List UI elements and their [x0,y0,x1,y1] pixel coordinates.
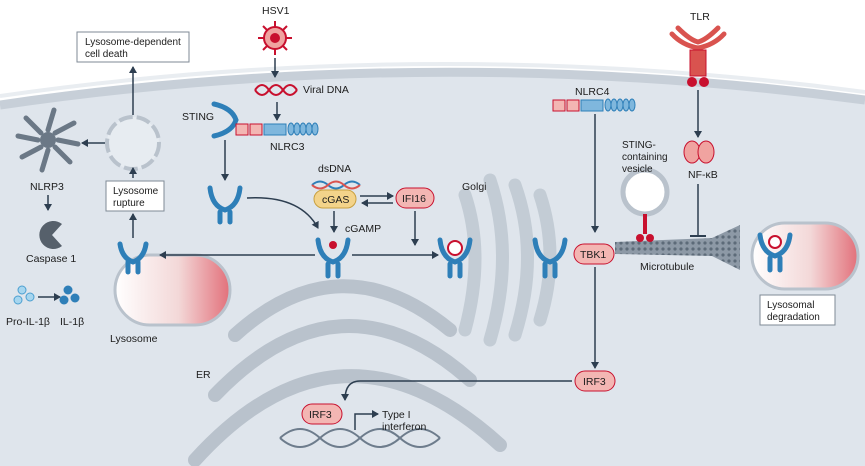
sting-vesicle-line2: containing [622,152,668,163]
type1-line2: interferon [382,421,427,433]
tlr-receptor-icon [669,25,727,87]
tbk1-label: TBK1 [580,249,606,261]
degrading-lysosome [750,221,860,291]
ifi16-node [395,187,435,209]
viral-dna-icon [254,84,298,96]
microtubule [615,225,740,270]
ifi16-label: IFI16 [402,193,426,205]
sting-receptor-icon [211,101,239,139]
nlrc3-label: NLRC3 [270,141,305,153]
er-label: ER [196,369,211,381]
er [188,279,507,466]
sting-degradation-icon [757,232,793,273]
pro-il1b-label: Pro-IL-1β [6,316,50,328]
il1b-label: IL-1β [60,316,84,328]
vesicle-motor-icon [636,214,654,242]
sting-vesicle-line1: STING- [622,140,656,151]
nlrc4-label: NLRC4 [575,86,610,98]
nlrc3-icon [235,122,319,136]
caspase1-label: Caspase 1 [26,253,76,265]
nlrp3-icon [15,107,81,173]
lysosomal-deg-line1: Lysosomal [767,300,814,311]
lysosomal-degradation-box [759,294,836,326]
sting-active-icon [315,237,351,279]
caspase1-icon [39,221,62,249]
cgamp-label: cGAMP [345,223,381,235]
sting-vesicle [620,167,670,217]
il1b-icon [59,285,80,305]
type1-line1: Type I [382,409,411,421]
cgas-label: cGAS [322,194,349,206]
sting-label: STING [182,111,214,123]
lysosome-rupture-box [105,180,165,212]
dsdna-icon [311,180,361,190]
sting-dimer-icon [207,185,243,225]
viral-dna-label: Viral DNA [303,84,349,96]
tlr-label: TLR [690,11,710,23]
nfkb-icon [683,140,715,164]
lysosome [113,253,232,327]
lysosome-death-line2: cell death [85,49,128,60]
nfkb-label: NF-κB [688,169,718,181]
irf3-nuclear-label: IRF3 [309,409,332,421]
golgi [458,173,557,347]
sting-vesicle-line3: vesicle [622,164,653,175]
lysosome-death-box [76,31,190,63]
lysosome-death-line1: Lysosome-dependent [85,37,181,48]
sting-tbk1-icon [532,237,568,279]
nlrc4-icon [552,98,636,112]
pro-il1b-icon [13,285,35,305]
plasma-membrane [0,67,865,110]
ruptured-lysosome [105,115,161,171]
lysosome-rupture-line2: rupture [113,198,145,209]
nlrp3-label: NLRP3 [30,181,64,193]
dsdna-label: dsDNA [318,163,351,175]
irf3-label: IRF3 [583,376,606,388]
cgas-node [313,189,357,209]
hsv1-label: HSV1 [262,5,290,17]
tbk1-node [573,243,615,265]
hsv1-virus-icon [258,21,292,55]
dna-helix-icon [279,428,441,448]
microtubule-label: Microtubule [640,261,694,273]
golgi-label: Golgi [462,181,487,193]
sting-on-lysosome-icon [117,241,149,275]
irf3-node [574,370,616,392]
lysosomal-deg-line2: degradation [767,312,820,323]
lysosome-label: Lysosome [110,333,158,345]
sting-golgi-icon [437,237,473,279]
lysosome-rupture-line1: Lysosome [113,186,159,197]
irf3-nuclear-node [301,403,343,425]
